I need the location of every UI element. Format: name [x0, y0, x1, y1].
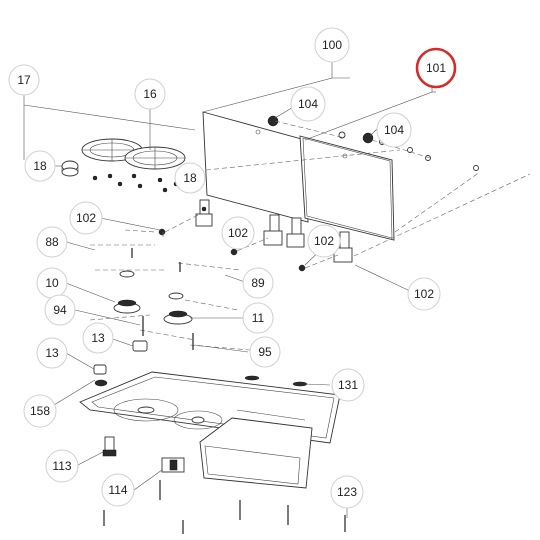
- callout-label: 18: [33, 159, 47, 173]
- callout-17: 17: [8, 64, 40, 96]
- callout-102-b: 102: [221, 216, 255, 250]
- knob-13: [93, 340, 148, 387]
- burner-cap-18: [61, 160, 79, 177]
- callout-13-lower: 13: [36, 337, 68, 369]
- callout-158: 158: [23, 394, 57, 428]
- callout-11: 11: [242, 302, 274, 334]
- callout-100: 100: [314, 27, 350, 63]
- callout-102-c: 102: [307, 224, 341, 258]
- callout-89: 89: [242, 267, 274, 299]
- callout-label: 123: [337, 485, 357, 499]
- hinge-middle: [263, 214, 305, 248]
- glass-lid-right: [299, 135, 395, 241]
- callout-label: 11: [252, 311, 265, 325]
- callout-label: 114: [108, 483, 127, 497]
- callout-131: 131: [331, 368, 365, 402]
- fixing-screws-123: [103, 480, 346, 534]
- callout-18-right: 18: [174, 162, 206, 194]
- callout-95: 95: [249, 336, 281, 368]
- callout-label: 17: [17, 73, 31, 87]
- callout-label: 102: [414, 287, 434, 301]
- callout-10: 10: [36, 267, 68, 299]
- callout-113: 113: [45, 449, 79, 483]
- lid-buffer-104: [267, 115, 374, 144]
- hinge-left: [195, 199, 213, 227]
- callout-label: 131: [338, 378, 358, 392]
- callout-label: 18: [183, 171, 197, 185]
- seals-131: [244, 375, 308, 387]
- callout-88: 88: [36, 226, 68, 258]
- callout-label: 13: [91, 331, 105, 345]
- callout-114: 114: [101, 473, 135, 507]
- callout-104-right: 104: [376, 112, 412, 148]
- glass-lid-left: [202, 111, 309, 223]
- callout-label: 89: [251, 276, 265, 290]
- callout-123: 123: [330, 475, 364, 509]
- sink-bowl: [199, 417, 313, 489]
- callout-104-left: 104: [290, 86, 326, 122]
- callout-label: 104: [384, 123, 404, 137]
- igniter-box-114: [161, 457, 185, 473]
- callout-102-a: 102: [69, 201, 103, 235]
- callout-label: 10: [45, 276, 59, 290]
- callout-16: 16: [134, 78, 166, 110]
- callout-label: 102: [228, 226, 248, 240]
- callout-label: 13: [45, 346, 59, 360]
- callout-13-upper: 13: [82, 322, 114, 354]
- burner-10: [113, 248, 141, 314]
- rubber-feet: [92, 173, 179, 193]
- callout-label: 101: [426, 61, 446, 75]
- alignment-lines: [89, 120, 531, 351]
- callout-label: 95: [258, 345, 272, 359]
- callout-94: 94: [44, 294, 76, 326]
- callout-102-d: 102: [407, 277, 441, 311]
- callout-label: 88: [45, 235, 59, 249]
- burner-11: [163, 262, 193, 325]
- callout-label: 113: [52, 459, 71, 473]
- callout-label: 158: [30, 404, 50, 418]
- callout-label: 104: [298, 97, 318, 111]
- callout-label: 94: [53, 303, 67, 317]
- pan-support-right: [124, 146, 186, 170]
- callout-label: 100: [322, 38, 342, 52]
- callout-label: 102: [76, 211, 96, 225]
- callout-101: 101: [415, 47, 457, 89]
- electrode-94: [142, 316, 194, 350]
- callout-label: 16: [143, 87, 157, 101]
- callout-18-left: 18: [24, 150, 56, 182]
- callout-label: 102: [314, 234, 334, 248]
- gas-valve-113: [102, 436, 117, 457]
- hinge-right: [333, 231, 353, 263]
